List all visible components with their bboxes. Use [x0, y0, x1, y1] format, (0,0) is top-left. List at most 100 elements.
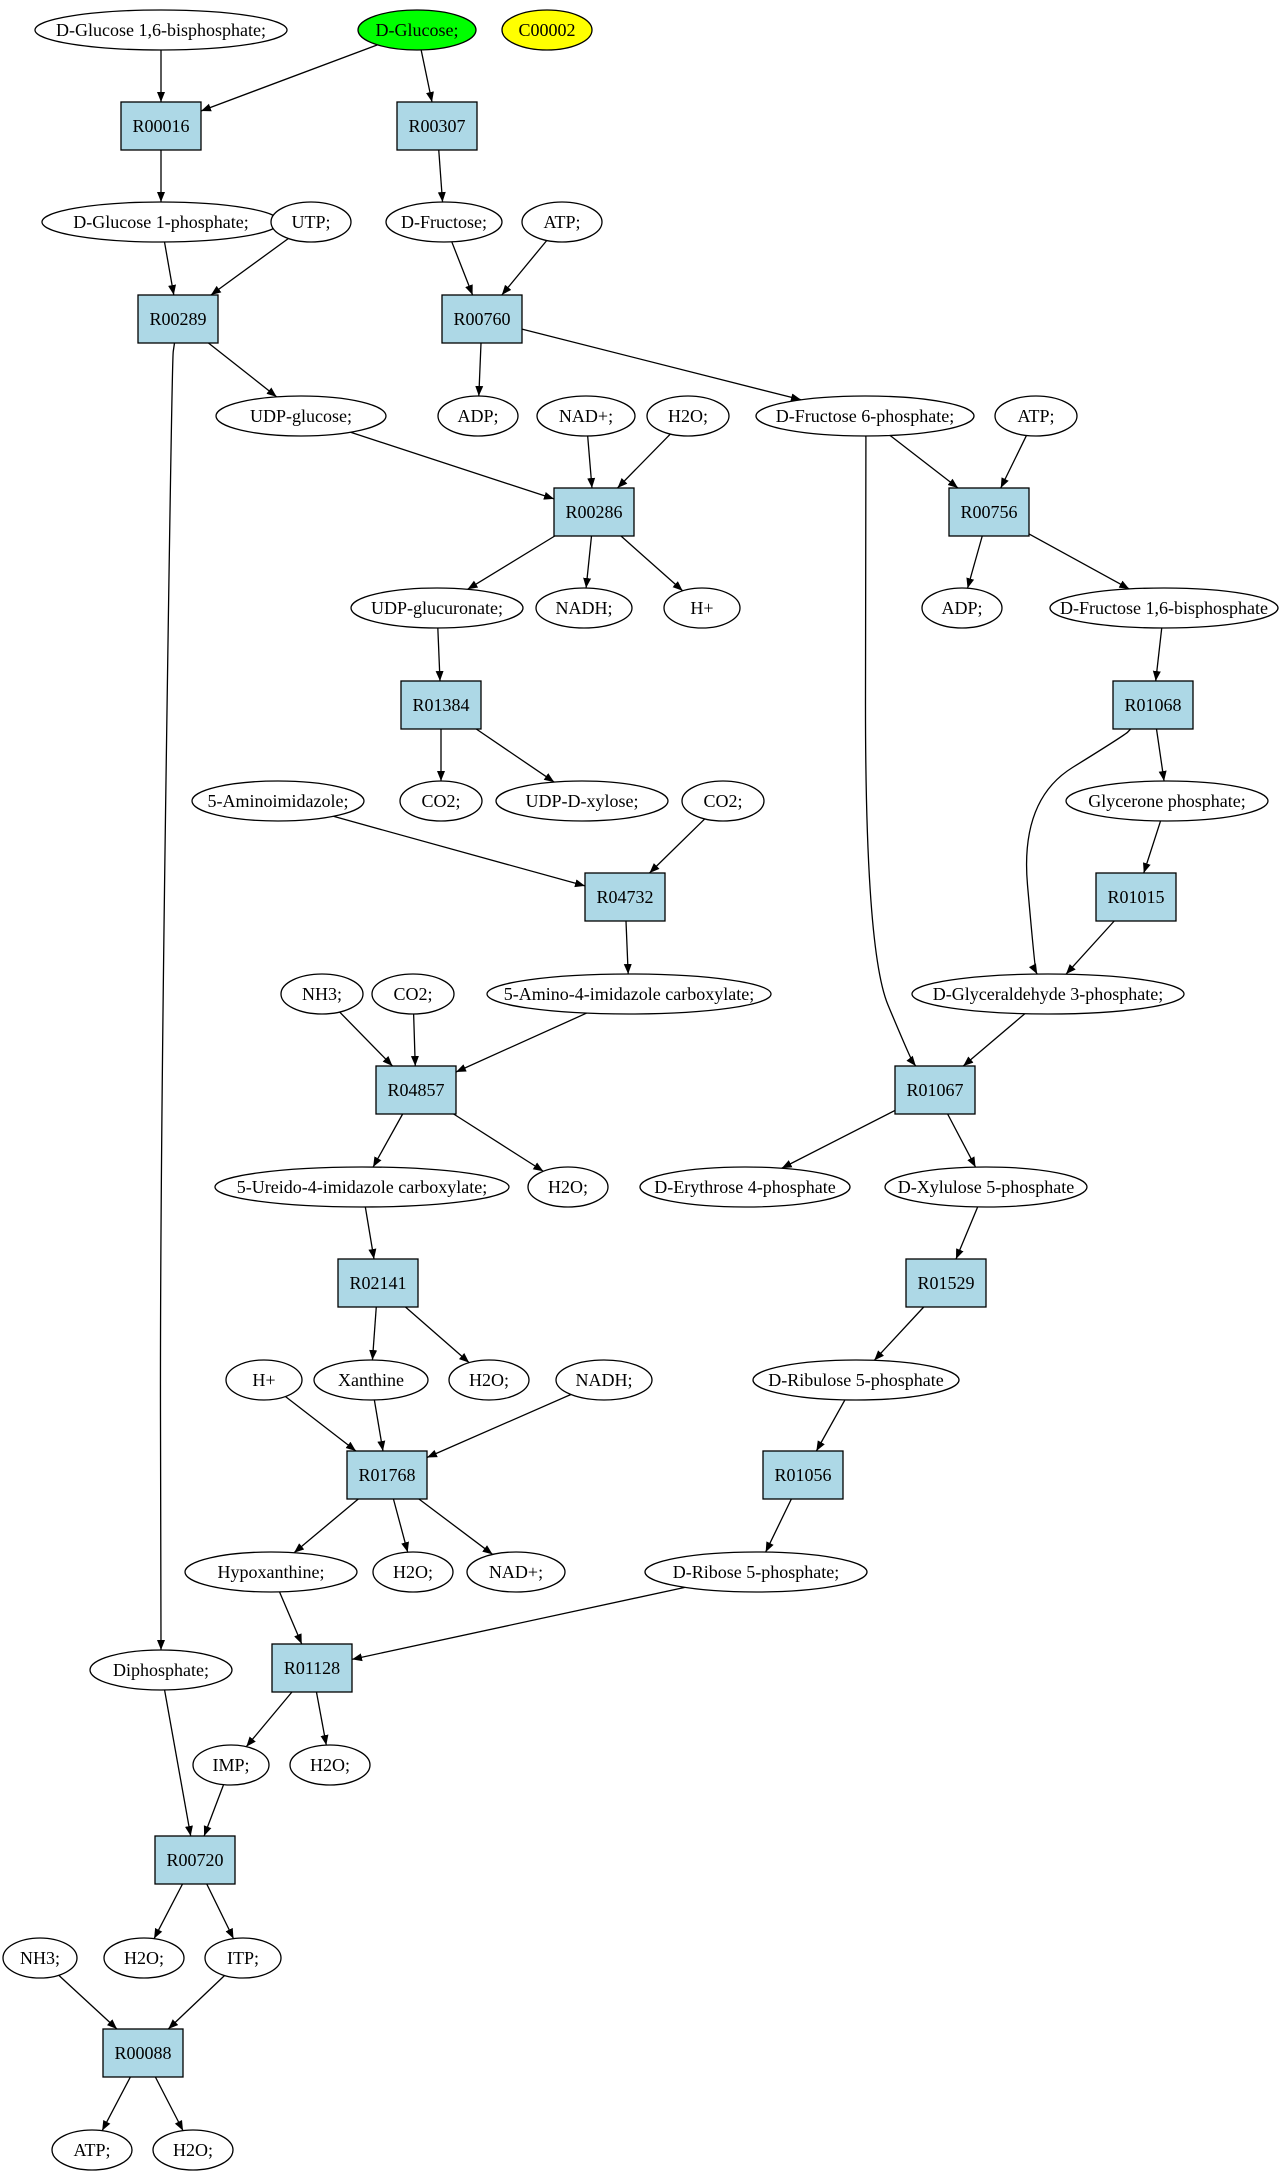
- compound-node-nad2[interactable]: NAD+;: [466, 1551, 566, 1593]
- compound-node-r5p[interactable]: D-Ribose 5-phosphate;: [644, 1551, 868, 1593]
- compound-node-atp2[interactable]: ATP;: [994, 395, 1078, 437]
- edge-udpglcA-to-r01384: [435, 627, 444, 682]
- compound-node-utp1[interactable]: UTP;: [270, 201, 352, 243]
- compound-label: 5-Aminoimidazole;: [208, 791, 349, 811]
- compound-node-co2_2[interactable]: CO2;: [681, 780, 765, 822]
- reaction-node-r00760[interactable]: R00760: [441, 294, 523, 344]
- edge-r02141-to-xan: [369, 1306, 378, 1361]
- reaction-node-r04857[interactable]: R04857: [375, 1065, 457, 1115]
- compound-node-udpxyl[interactable]: UDP-D-xylose;: [495, 780, 669, 822]
- reaction-box: [375, 1065, 457, 1115]
- reaction-node-r01384[interactable]: R01384: [400, 680, 482, 730]
- edge-ru5p-to-r01056: [815, 1399, 846, 1452]
- compound-node-h2o7[interactable]: H2O;: [152, 2129, 234, 2171]
- reaction-node-r00016[interactable]: R00016: [120, 101, 202, 151]
- compound-label: H2O;: [469, 1370, 509, 1390]
- reaction-label: R01128: [284, 1658, 340, 1678]
- compound-node-h2o5[interactable]: H2O;: [289, 1744, 371, 1786]
- compound-node-xan[interactable]: Xanthine: [313, 1359, 429, 1401]
- compound-node-hplus1[interactable]: H+: [663, 587, 741, 629]
- compound-node-hyp[interactable]: Hypoxanthine;: [184, 1551, 358, 1593]
- reaction-node-r01768[interactable]: R01768: [346, 1450, 428, 1500]
- compound-node-hplus2[interactable]: H+: [225, 1359, 303, 1401]
- compound-node-ureido[interactable]: 5-Ureido-4-imidazole carboxylate;: [214, 1166, 510, 1208]
- compound-label: ITP;: [227, 1948, 259, 1968]
- compound-node-gap[interactable]: D-Glyceraldehyde 3-phosphate;: [911, 973, 1185, 1015]
- compound-node-fru6p[interactable]: D-Fructose 6-phosphate;: [755, 395, 975, 437]
- compound-label: UDP-D-xylose;: [526, 791, 639, 811]
- reaction-node-r01056[interactable]: R01056: [762, 1450, 844, 1500]
- reaction-label: R04732: [596, 887, 653, 907]
- reaction-node-r00756[interactable]: R00756: [948, 487, 1030, 537]
- compound-node-h2o2[interactable]: H2O;: [527, 1166, 609, 1208]
- compound-label: H2O;: [393, 1562, 433, 1582]
- reaction-label: R01068: [1124, 695, 1181, 715]
- compound-node-nh3_1[interactable]: NH3;: [280, 973, 364, 1015]
- reaction-node-r01067[interactable]: R01067: [894, 1065, 976, 1115]
- compound-label: H2O;: [548, 1177, 588, 1197]
- compound-shape: [2, 1937, 78, 1979]
- edge-r00720-to-h2o6: [153, 1883, 184, 1939]
- compound-node-nadh2[interactable]: NADH;: [555, 1359, 653, 1401]
- compound-node-adp1[interactable]: ADP;: [437, 395, 519, 437]
- compound-node-atp1[interactable]: ATP;: [521, 201, 603, 243]
- compound-node-co2_1[interactable]: CO2;: [399, 780, 483, 822]
- reaction-node-r00720[interactable]: R00720: [154, 1835, 236, 1885]
- compound-node-fru[interactable]: D-Fructose;: [385, 201, 503, 243]
- edge-nh3_1-to-r04857: [339, 1011, 393, 1067]
- compound-node-ru5p[interactable]: D-Ribulose 5-phosphate: [752, 1359, 960, 1401]
- compound-node-h2o4[interactable]: H2O;: [372, 1551, 454, 1593]
- compound-node-udpglc[interactable]: UDP-glucose;: [215, 395, 387, 437]
- compound-node-h2o1[interactable]: H2O;: [646, 395, 730, 437]
- compound-node-h2o3[interactable]: H2O;: [448, 1359, 530, 1401]
- compound-node-e4p[interactable]: D-Erythrose 4-phosphate: [639, 1166, 851, 1208]
- compound-node-imp[interactable]: IMP;: [192, 1744, 270, 1786]
- compound-shape: [884, 1166, 1088, 1208]
- compound-shape: [921, 587, 1003, 629]
- reaction-node-r00286[interactable]: R00286: [553, 487, 635, 537]
- compound-node-fru16bp[interactable]: D-Fructose 1,6-bisphosphate: [1049, 587, 1279, 629]
- reaction-node-r00289[interactable]: R00289: [137, 294, 219, 344]
- compound-node-itp[interactable]: ITP;: [204, 1937, 282, 1979]
- compound-node-ppi[interactable]: Diphosphate;: [89, 1649, 233, 1691]
- reaction-node-r00088[interactable]: R00088: [102, 2028, 184, 2078]
- compound-shape: [639, 1166, 851, 1208]
- compound-node-udpglcA[interactable]: UDP-glucuronate;: [350, 587, 524, 629]
- compound-node-atp3[interactable]: ATP;: [51, 2129, 133, 2171]
- compound-node-xu5p[interactable]: D-Xylulose 5-phosphate: [884, 1166, 1088, 1208]
- compound-node-c00002[interactable]: C00002: [501, 9, 593, 51]
- reaction-box: [441, 294, 523, 344]
- compound-label: D-Fructose 6-phosphate;: [776, 406, 954, 426]
- compound-node-aica[interactable]: 5-Amino-4-imidazole carboxylate;: [486, 973, 772, 1015]
- compound-shape: [372, 1551, 454, 1593]
- compound-shape: [663, 587, 741, 629]
- reaction-box: [271, 1643, 353, 1693]
- reaction-node-r01529[interactable]: R01529: [905, 1258, 987, 1308]
- compound-label: ADP;: [457, 406, 498, 426]
- reaction-node-r00307[interactable]: R00307: [396, 101, 478, 151]
- reaction-node-r04732[interactable]: R04732: [584, 872, 666, 922]
- reaction-node-r02141[interactable]: R02141: [337, 1258, 419, 1308]
- compound-label: D-Fructose 1,6-bisphosphate: [1060, 598, 1268, 618]
- compound-node-aminoimid[interactable]: 5-Aminoimidazole;: [191, 780, 365, 822]
- compound-node-glc1p[interactable]: D-Glucose 1-phosphate;: [41, 201, 281, 243]
- compound-node-dhap[interactable]: Glycerone phosphate;: [1065, 780, 1269, 822]
- compound-node-glc[interactable]: D-Glucose;: [357, 9, 477, 51]
- reaction-label: R00720: [166, 1850, 223, 1870]
- compound-node-nadh1[interactable]: NADH;: [535, 587, 633, 629]
- compound-shape: [51, 2129, 133, 2171]
- reaction-node-r01128[interactable]: R01128: [271, 1643, 353, 1693]
- compound-shape: [752, 1359, 960, 1401]
- reaction-box: [905, 1258, 987, 1308]
- reaction-node-r01015[interactable]: R01015: [1095, 872, 1177, 922]
- compound-node-h2o6[interactable]: H2O;: [103, 1937, 185, 1979]
- compound-label: H+: [690, 598, 713, 618]
- reaction-node-r01068[interactable]: R01068: [1112, 680, 1194, 730]
- compound-node-glc16bp[interactable]: D-Glucose 1,6-bisphosphate;: [34, 9, 288, 51]
- compound-node-adp2[interactable]: ADP;: [921, 587, 1003, 629]
- compound-node-nh3_2[interactable]: NH3;: [2, 1937, 78, 1979]
- edge-r01128-to-h2o5: [315, 1691, 329, 1746]
- compound-shape: [34, 9, 288, 51]
- compound-node-nad1[interactable]: NAD+;: [536, 395, 636, 437]
- compound-node-co2_3[interactable]: CO2;: [371, 973, 455, 1015]
